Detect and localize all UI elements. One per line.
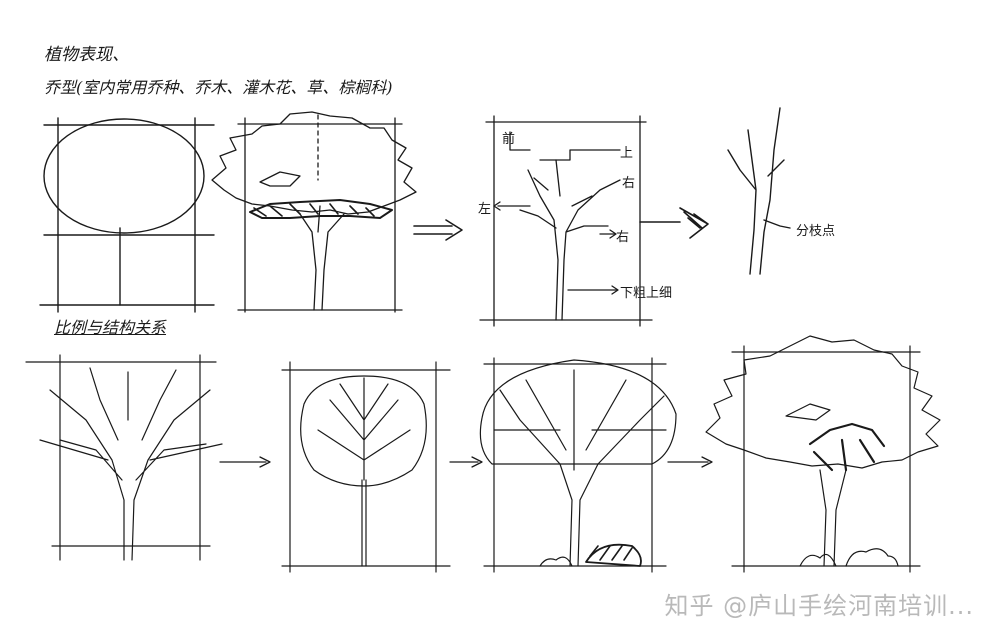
- sheet-subtitle: 乔型(室内常用乔种、乔木、灌木花、草、棕榈科): [44, 78, 393, 97]
- frame-oval-crown: [39, 117, 215, 313]
- label-front: 前: [502, 132, 516, 147]
- frame-fan-tree: [25, 354, 223, 561]
- watermark-text: 知乎 @庐山手绘河南培训...: [664, 592, 974, 620]
- sapling-branch-point: [727, 107, 791, 275]
- arrow-row2-b: [449, 456, 483, 468]
- label-top: 上: [620, 146, 634, 161]
- label-branch-point: 分枝点: [796, 224, 836, 239]
- label-trunk-taper: 下粗上细: [620, 286, 673, 301]
- arrow-row1-a: [413, 219, 463, 241]
- frame-cloud-tree: [211, 111, 417, 313]
- arrow-row2-c: [667, 456, 713, 468]
- arrow-hatched: [639, 207, 709, 239]
- section-title-proportion: 比例与结构关系: [54, 318, 167, 337]
- sheet-title: 植物表现、: [44, 45, 129, 65]
- frame-round-crown: [281, 361, 451, 573]
- frame-branch-directions: [479, 115, 653, 327]
- arrow-row2-a: [219, 456, 271, 468]
- label-right-upper: 右: [622, 176, 636, 191]
- label-left: 左: [478, 202, 492, 217]
- frame-finished-tree: [705, 335, 941, 573]
- label-right-lower: 右: [616, 230, 630, 245]
- frame-large-canopy: [479, 357, 677, 573]
